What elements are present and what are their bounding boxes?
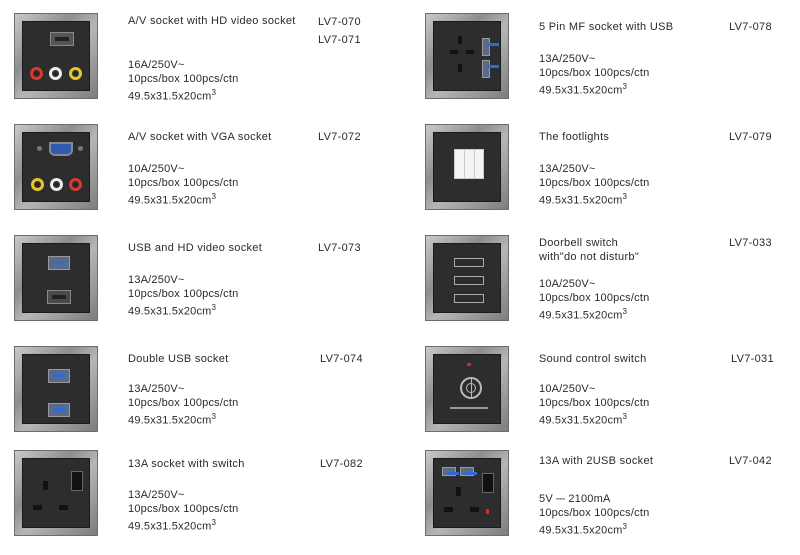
usb-socket-13a-icon bbox=[425, 450, 509, 536]
product-specs: 13A/250V~ 10pcs/box 100pcs/ctn 49.5x31.5… bbox=[128, 274, 239, 318]
double-usb-socket-icon bbox=[14, 346, 98, 432]
product-lv7-082: 13A socket with switch LV7-082 13A/250V~… bbox=[0, 450, 390, 550]
product-specs: 13A/250V~ 10pcs/box 100pcs/ctn 49.5x31.5… bbox=[539, 53, 650, 97]
product-code: LV7-072 bbox=[318, 131, 361, 143]
product-code: LV7-042 bbox=[729, 455, 772, 467]
product-title: 13A with 2USB socket bbox=[539, 455, 654, 467]
sound-control-switch-icon bbox=[425, 346, 509, 432]
product-lv7-042: 13A with 2USB socket LV7-042 5V ⎓ 2100mA… bbox=[411, 450, 800, 550]
product-title-line2: with"do not disturb" bbox=[539, 251, 640, 263]
product-specs: 10A/250V~ 10pcs/box 100pcs/ctn 49.5x31.5… bbox=[128, 163, 239, 207]
product-lv7-031: Sound control switch LV7-031 10A/250V~ 1… bbox=[411, 346, 800, 446]
product-code: LV7-074 bbox=[320, 353, 363, 365]
product-lv7-073: USB and HD video socket LV7-073 13A/250V… bbox=[0, 235, 390, 335]
product-lv7-033: Doorbell switch with"do not disturb" LV7… bbox=[411, 235, 800, 335]
doorbell-switch-icon bbox=[425, 235, 509, 321]
product-title: A/V socket with HD video socket bbox=[128, 15, 296, 27]
product-lv7-078: 5 Pin MF socket with USB LV7-078 13A/250… bbox=[411, 13, 800, 113]
product-specs: 13A/250V~ 10pcs/box 100pcs/ctn 49.5x31.5… bbox=[128, 383, 239, 427]
product-title: The footlights bbox=[539, 131, 610, 143]
product-code: LV7-070 bbox=[318, 16, 361, 28]
product-title: A/V socket with VGA socket bbox=[128, 131, 272, 143]
switched-socket-icon bbox=[14, 450, 98, 536]
product-specs: 16A/250V~ 10pcs/box 100pcs/ctn 49.5x31.5… bbox=[128, 59, 239, 103]
product-specs: 10A/250V~ 10pcs/box 100pcs/ctn 49.5x31.5… bbox=[539, 383, 650, 427]
product-code: LV7-071 bbox=[318, 34, 361, 46]
product-title: USB and HD video socket bbox=[128, 242, 263, 254]
usb-hd-socket-icon bbox=[14, 235, 98, 321]
product-title: Doorbell switch bbox=[539, 237, 619, 249]
product-specs: 10A/250V~ 10pcs/box 100pcs/ctn 49.5x31.5… bbox=[539, 278, 650, 322]
product-code: LV7-082 bbox=[320, 458, 363, 470]
product-lv7-070: A/V socket with HD video socket LV7-070 … bbox=[0, 13, 390, 113]
product-specs: 5V ⎓ 2100mA 10pcs/box 100pcs/ctn 49.5x31… bbox=[539, 493, 650, 537]
product-title: Double USB socket bbox=[128, 353, 229, 365]
product-specs: 13A/250V~ 10pcs/box 100pcs/ctn 49.5x31.5… bbox=[128, 489, 239, 533]
product-specs: 13A/250V~ 10pcs/box 100pcs/ctn 49.5x31.5… bbox=[539, 163, 650, 207]
mf-usb-socket-icon bbox=[425, 13, 509, 99]
av-vga-socket-icon bbox=[14, 124, 98, 210]
av-hd-socket-icon bbox=[14, 13, 98, 99]
product-lv7-072: A/V socket with VGA socket LV7-072 10A/2… bbox=[0, 124, 390, 224]
product-code: LV7-078 bbox=[729, 21, 772, 33]
footlights-icon bbox=[425, 124, 509, 210]
product-code: LV7-073 bbox=[318, 242, 361, 254]
product-lv7-079: The footlights LV7-079 13A/250V~ 10pcs/b… bbox=[411, 124, 800, 224]
product-title: 13A socket with switch bbox=[128, 458, 245, 470]
product-title: Sound control switch bbox=[539, 353, 647, 365]
product-code: LV7-033 bbox=[729, 237, 772, 249]
product-title: 5 Pin MF socket with USB bbox=[539, 21, 674, 33]
product-lv7-074: Double USB socket LV7-074 13A/250V~ 10pc… bbox=[0, 346, 390, 446]
product-code: LV7-031 bbox=[731, 353, 774, 365]
product-code: LV7-079 bbox=[729, 131, 772, 143]
